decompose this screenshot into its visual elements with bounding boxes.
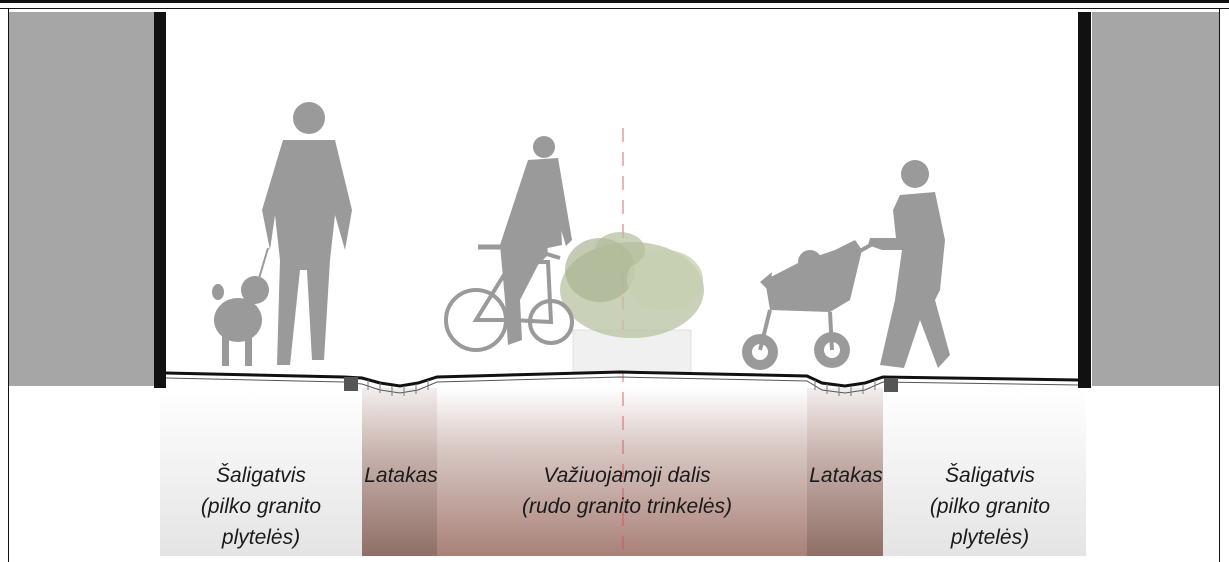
left-sidewalk-label-line1: Šaligatvis [216, 464, 306, 487]
right-sidewalk-label-line1: Šaligatvis [945, 464, 1035, 487]
dog-icon [212, 276, 269, 366]
right-building-wall [1078, 12, 1091, 388]
left-gutter-label-line1: Latakas [364, 464, 438, 487]
person-with-stroller-icon [868, 160, 950, 368]
person-walking-dog-icon [257, 102, 352, 365]
right-sidewalk-band [883, 388, 1086, 556]
stroller-icon [742, 238, 881, 370]
frame-right-border [1219, 8, 1220, 562]
right-sidewalk-label-line2: (pilko granito [929, 495, 1051, 518]
right-building [1092, 12, 1219, 386]
frame-inner-top-border [0, 8, 1229, 9]
left-building [9, 12, 154, 386]
left-gutter-band [362, 388, 437, 556]
roadway-label: Važiuojamoji dalis (rudo granito trinkel… [462, 460, 792, 522]
cyclist-icon [500, 136, 572, 345]
street-section-profile [165, 370, 1079, 396]
frame-top-border [0, 0, 1229, 3]
right-sidewalk-label: Šaligatvis (pilko granito plytelės) [895, 460, 1085, 553]
left-building-wall [154, 12, 166, 388]
right-gutter-label: Latakas [800, 460, 892, 491]
right-sidewalk-label-line3: plytelės) [950, 526, 1030, 549]
left-sidewalk-label-line3: plytelės) [221, 526, 301, 549]
frame-left-border [8, 8, 9, 562]
left-gutter-label: Latakas [356, 460, 446, 491]
roadway-label-line1: Važiuojamoji dalis [543, 464, 711, 487]
roadway-label-line2: (rudo granito trinkelės) [521, 495, 733, 518]
left-sidewalk-band [160, 388, 362, 556]
bicycle-icon [444, 244, 574, 352]
left-sidewalk-label-line2: (pilko granito [200, 495, 322, 518]
roadway-band [437, 388, 807, 556]
shrub-planter-icon [560, 232, 704, 373]
right-gutter-label-line1: Latakas [809, 464, 883, 487]
left-sidewalk-label: Šaligatvis (pilko granito plytelės) [160, 460, 362, 553]
right-gutter-band [807, 388, 883, 556]
